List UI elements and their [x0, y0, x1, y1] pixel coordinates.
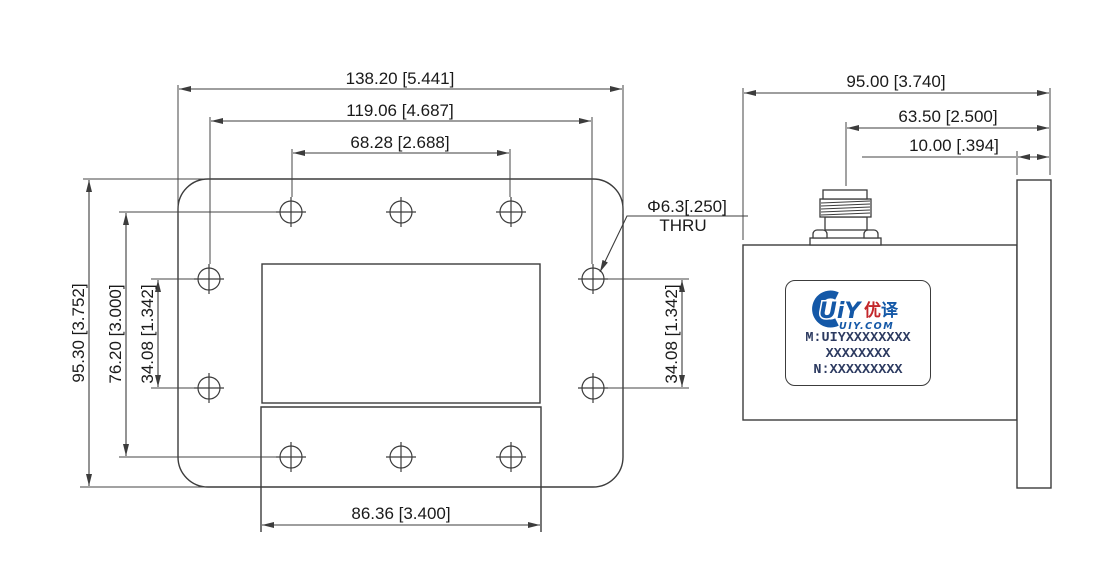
side-flange-outline [1016, 179, 1052, 489]
label-text-block: M:UIYXXXXXXXX XXXXXXXX N:XXXXXXXXX [805, 331, 910, 379]
mounting-hole [386, 442, 416, 472]
dim-waveguide-width: 86.36 [3.400] [351, 504, 450, 523]
mounting-hole [578, 373, 608, 403]
connector-neck [824, 216, 868, 231]
flange-front-outline [177, 178, 624, 488]
dim-side-total-width: 95.00 [3.740] [846, 72, 945, 91]
label-model-line: M:UIYXXXXXXXX [805, 331, 911, 347]
waveguide-body-edges [260, 406, 542, 532]
hole-callout-leader [599, 215, 748, 273]
connector-bump-left [812, 229, 828, 239]
mounting-hole [276, 197, 306, 227]
logo-cn-char2: 译 [881, 301, 899, 321]
dim-connector-offset: 63.50 [2.500] [898, 107, 997, 126]
front-dimension-lines [86, 86, 685, 528]
mounting-hole [194, 373, 224, 403]
coax-connector [809, 189, 882, 246]
logo-main-text: UiY [819, 299, 862, 324]
hole-callout-thru-label: THRU [659, 216, 706, 235]
mounting-hole [276, 442, 306, 472]
label-model-cont-line: XXXXXXXX [825, 347, 891, 363]
dim-total-height: 95.30 [3.752] [69, 283, 88, 382]
mounting-hole [194, 264, 224, 294]
connector-cap [822, 189, 868, 200]
dim-top-hole-span: 68.28 [2.688] [350, 133, 449, 152]
mounting-hole [496, 197, 526, 227]
logo-cn-char1: 优 [864, 300, 881, 321]
side-extension-lines [742, 88, 1051, 240]
connector-base-plate [809, 237, 882, 246]
connector-threads [820, 200, 871, 216]
mounting-holes [194, 197, 608, 472]
logo-site-text: UIY.COM [839, 321, 894, 331]
mounting-hole [386, 197, 416, 227]
waveguide-aperture [261, 263, 541, 404]
logo-cn-text: 优译 [864, 300, 899, 321]
dim-hole-span-height: 76.20 [3.000] [106, 284, 125, 383]
dim-hole-span-width: 119.06 [4.687] [346, 101, 453, 120]
label-serial-line: N:XXXXXXXXX [813, 362, 903, 378]
mounting-hole [496, 442, 526, 472]
dim-mid-span-left: 34.08 [1.342] [138, 284, 157, 383]
hole-callout-label: Φ6.3[.250] [647, 197, 727, 216]
front-view [177, 178, 624, 532]
mounting-hole [578, 264, 608, 294]
product-label: UiY 优译 UIY.COM M:UIYXXXXXXXX XXXXXXXX N:… [785, 280, 931, 386]
dim-flange-thickness: 10.00 [.394] [909, 136, 999, 155]
side-dimension-lines [744, 90, 1049, 160]
front-extension-lines [80, 85, 689, 488]
dim-total-width: 138.20 [5.441] [346, 69, 455, 88]
connector-bump-right [863, 229, 879, 239]
dim-mid-span-right: 34.08 [1.342] [662, 284, 681, 383]
uiy-logo: UiY 优译 UIY.COM [812, 290, 899, 331]
logo-swoosh [812, 290, 839, 328]
